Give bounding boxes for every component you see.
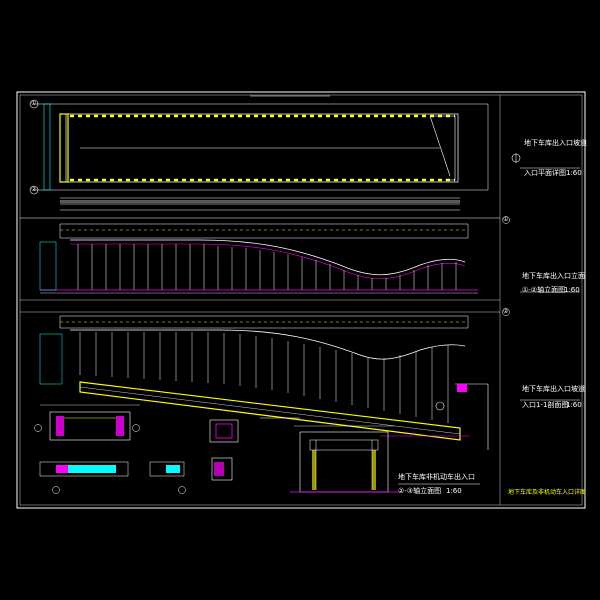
plan-title: 地下车库出入口坡道 <box>524 139 587 147</box>
detail-b <box>39 461 129 494</box>
entrance-title: 地下车库非机动车出入口 <box>398 473 475 481</box>
axis-marker-right-2 <box>502 308 510 316</box>
elevation-view <box>20 217 500 313</box>
detail-c <box>149 461 186 494</box>
entrance-elevation <box>290 425 400 493</box>
plan-view <box>29 99 489 211</box>
elevation-subtitle: ①-②轴立面图 <box>522 286 566 294</box>
detail-d <box>209 417 300 481</box>
entrance-scale: 1:60 <box>446 487 462 495</box>
elevation-title: 地下车库出入口立面 <box>522 272 585 280</box>
axis-marker-plan-bottom <box>29 185 39 195</box>
plan-subtitle: 入口平面详图 <box>524 169 566 177</box>
title-block-text: 地下车库及非机动车入口详图 <box>508 489 587 496</box>
plan-ramp-outline <box>65 113 459 183</box>
detail-a <box>34 404 140 441</box>
section-view <box>39 315 489 450</box>
section-title: 地下车库出入口坡道 <box>522 385 585 393</box>
section-subtitle: 入口1-1剖面图 <box>522 401 569 409</box>
elevation-axis-left-label: ① <box>503 216 509 223</box>
sheet-frame <box>16 91 586 509</box>
section-scale: 1:60 <box>566 401 582 409</box>
axis-marker-right-1 <box>502 216 510 224</box>
axis-marker-plan-top <box>29 99 39 109</box>
section-ramp-slab <box>79 381 461 441</box>
elevation-scale: 1:60 <box>564 286 580 294</box>
elevation-axis-right-label: ② <box>503 308 509 315</box>
plan-axis-top-label: ① <box>31 100 37 107</box>
plan-axis-bottom-label: ② <box>31 186 37 193</box>
plan-scale: 1:60 <box>566 169 582 177</box>
elevation-canopy-profile <box>70 239 466 276</box>
entrance-subtitle: ②-③轴立面图 <box>398 487 442 495</box>
